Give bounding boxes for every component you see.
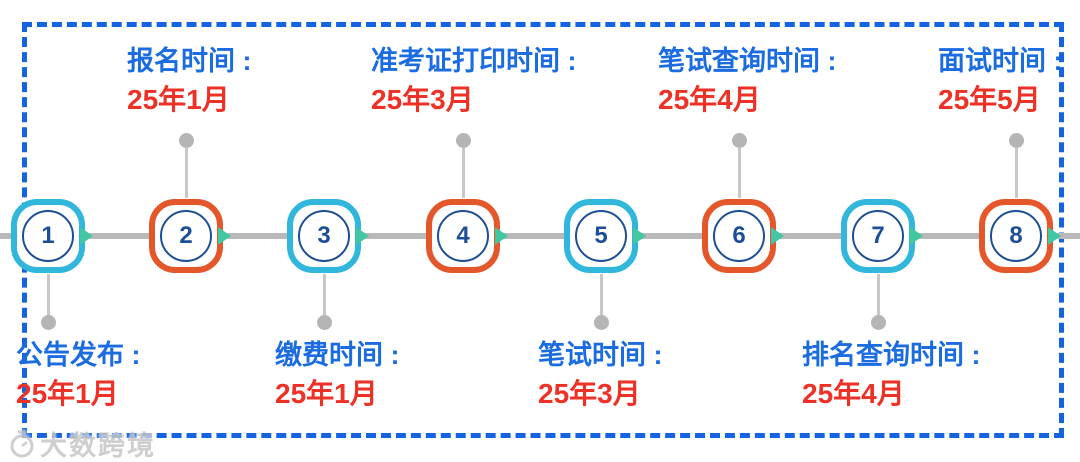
node-number-circle: 2 — [160, 210, 212, 262]
label-title: 缴费时间 : — [275, 340, 400, 370]
label-ranking-query-time: 排名查询时间 : 25年4月 — [802, 338, 981, 411]
node-number-circle: 4 — [437, 210, 489, 262]
arrow-right-icon — [80, 227, 93, 245]
label-title: 笔试查询时间 : — [658, 46, 837, 76]
node-number-circle: 7 — [852, 210, 904, 262]
timeline-node-6: 6 — [702, 199, 776, 273]
node-number-circle: 6 — [713, 210, 765, 262]
label-date: 25年4月 — [658, 84, 761, 115]
clock-logo-icon — [10, 430, 34, 457]
stem-connector — [876, 274, 880, 316]
label-date: 25年3月 — [538, 378, 641, 409]
node-number-circle: 3 — [298, 210, 350, 262]
stem-dot — [178, 133, 194, 148]
label-date: 25年3月 — [371, 84, 474, 115]
label-date: 25年1月 — [275, 378, 378, 409]
label-written-test-time: 笔试时间 : 25年3月 — [538, 338, 663, 411]
stem-connector — [322, 274, 326, 316]
label-date: 25年1月 — [127, 84, 230, 115]
label-date: 25年4月 — [802, 378, 905, 409]
node-number: 5 — [594, 222, 608, 249]
stem-dot — [40, 315, 56, 330]
arrow-right-icon — [218, 227, 231, 245]
stem-dot — [316, 315, 332, 330]
node-number-circle: 5 — [575, 210, 627, 262]
stem-dot — [593, 315, 609, 330]
node-number-circle: 1 — [22, 210, 74, 262]
node-number: 8 — [1009, 222, 1023, 249]
arrow-right-icon — [495, 227, 508, 245]
stem-connector — [599, 274, 603, 316]
label-announcement-release: 公告发布 : 25年1月 — [16, 338, 141, 411]
node-number: 7 — [871, 222, 885, 249]
timeline-node-2: 2 — [149, 199, 223, 273]
label-date: 25年5月 — [938, 84, 1041, 115]
stem-connector — [184, 148, 188, 198]
arrow-right-icon — [1048, 227, 1061, 245]
stem-connector — [46, 274, 50, 316]
stem-connector — [737, 148, 741, 198]
timeline-node-7: 7 — [841, 199, 915, 273]
watermark: 大数跨境 — [6, 424, 156, 462]
arrow-right-icon — [910, 227, 923, 245]
node-number: 2 — [179, 222, 193, 249]
node-number-circle: 8 — [990, 210, 1042, 262]
arrow-right-icon — [356, 227, 369, 245]
label-written-test-query-time: 笔试查询时间 : 25年4月 — [658, 44, 837, 117]
label-title: 公告发布 : — [16, 340, 141, 370]
watermark-text: 大数跨境 — [40, 431, 156, 461]
stem-dot — [731, 133, 747, 148]
label-payment-time: 缴费时间 : 25年1月 — [275, 338, 400, 411]
timeline-node-5: 5 — [564, 199, 638, 273]
timeline-axis-line — [0, 233, 1080, 239]
timeline-node-1: 1 — [11, 199, 85, 273]
node-number: 1 — [41, 222, 55, 249]
arrow-right-icon — [633, 227, 646, 245]
label-date: 25年1月 — [16, 378, 119, 409]
label-title: 面试时间 : — [938, 46, 1063, 76]
node-number: 4 — [456, 222, 470, 249]
stem-dot — [1008, 133, 1024, 148]
label-title: 报名时间 : — [127, 46, 252, 76]
label-title: 准考证打印时间 : — [371, 46, 577, 76]
node-number: 3 — [317, 222, 331, 249]
node-number: 6 — [732, 222, 746, 249]
arrow-right-icon — [771, 227, 784, 245]
stem-connector — [461, 148, 465, 198]
label-title: 排名查询时间 : — [802, 340, 981, 370]
stem-connector — [1014, 148, 1018, 198]
timeline-node-3: 3 — [287, 199, 361, 273]
label-admission-ticket-print-time: 准考证打印时间 : 25年3月 — [371, 44, 577, 117]
label-registration-time: 报名时间 : 25年1月 — [127, 44, 252, 117]
stem-dot — [870, 315, 886, 330]
label-interview-time: 面试时间 : 25年5月 — [938, 44, 1063, 117]
stem-dot — [455, 133, 471, 148]
label-title: 笔试时间 : — [538, 340, 663, 370]
timeline-node-8: 8 — [979, 199, 1053, 273]
timeline-node-4: 4 — [426, 199, 500, 273]
